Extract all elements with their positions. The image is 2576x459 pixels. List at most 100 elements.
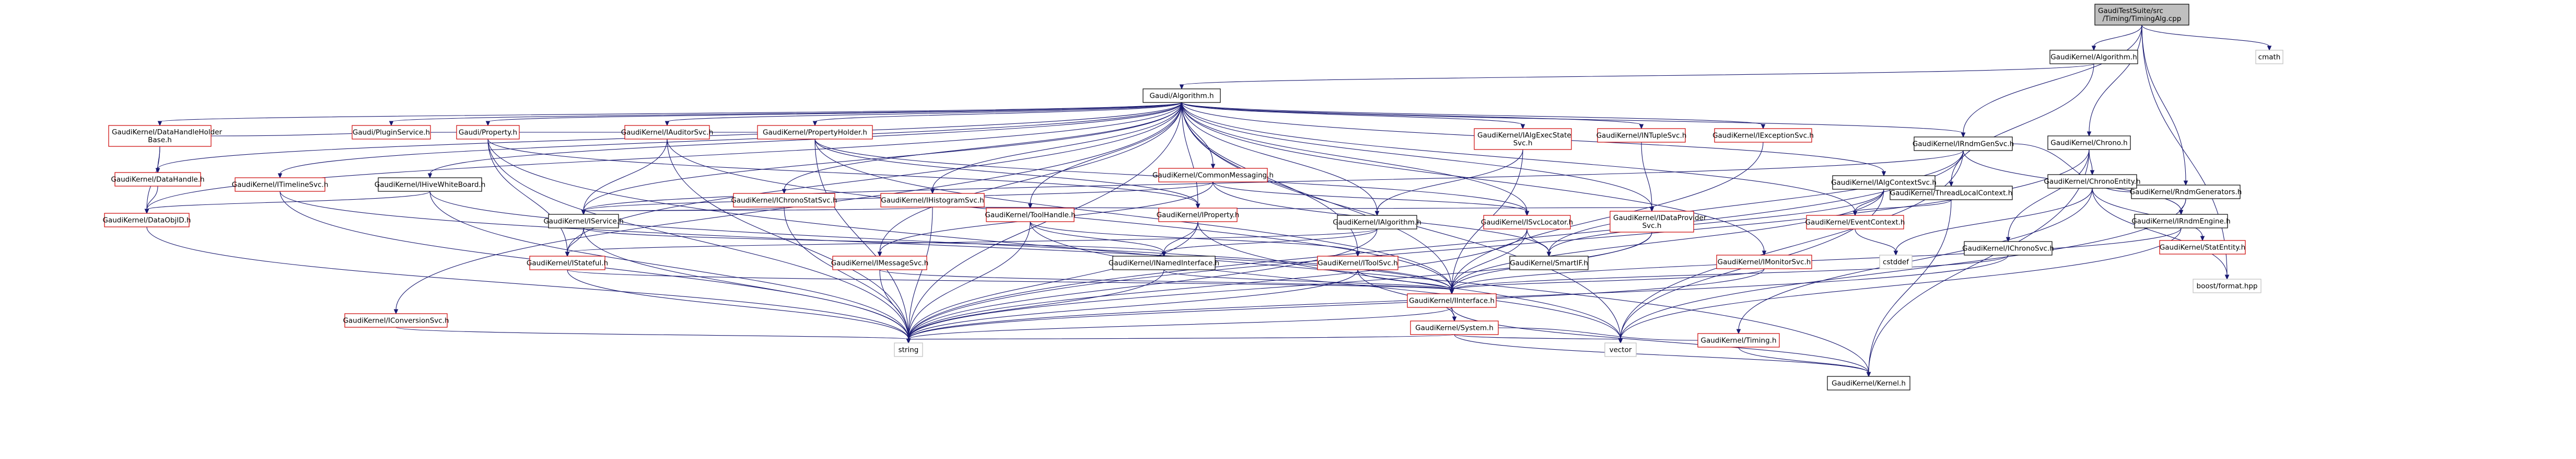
edge-arrowhead: [277, 173, 283, 179]
dependency-edge: [1451, 227, 2182, 291]
node-box: [1914, 136, 2013, 151]
edge-arrowhead: [1761, 124, 1766, 130]
dependency-edge: [279, 191, 1452, 291]
dependency-edge: [1454, 334, 1621, 340]
edge-arrowhead: [1374, 211, 1380, 216]
node-iwhiteboard[interactable]: GaudiKernel/IHiveWhiteBoard.h: [375, 177, 486, 192]
edge-arrowhead: [877, 251, 882, 257]
node-label: GaudiKernel/SmartIF.h: [1510, 259, 1588, 268]
dependency-edge: [1181, 102, 1378, 212]
node-ichronoent[interactable]: GaudiKernel/ChronoEntity.h: [2044, 174, 2141, 189]
node-imessage[interactable]: GaudiKernel/IMessageSvc.h: [831, 256, 929, 270]
node-ialgctx[interactable]: GaudiKernel/IAlgContextSvc.h: [1831, 175, 1937, 190]
dependency-edge: [932, 102, 1182, 190]
dependency-edge: [1738, 347, 1869, 373]
node-box: [108, 125, 212, 147]
node-ichronosvc[interactable]: GaudiKernel/IChronoSvc.h: [1962, 241, 2054, 256]
dependency-edge: [1963, 25, 2142, 134]
dependency-edge: [1855, 228, 1896, 252]
node-property[interactable]: Gaudi/Property.h: [456, 125, 520, 140]
dependency-edge: [429, 191, 1452, 291]
node-string: string: [894, 342, 923, 357]
dependency-edge: [814, 139, 909, 340]
node-box: [1597, 128, 1686, 143]
node-itimeline[interactable]: GaudiKernel/ITimelineSvc.h: [232, 177, 329, 192]
node-iconversion[interactable]: GaudiKernel/IConversionSvc.h: [343, 313, 449, 328]
node-label: cstddef: [1883, 258, 1909, 267]
node-toolhandle[interactable]: GaudiKernel/ToolHandle.h: [985, 208, 1076, 222]
node-iexception[interactable]: GaudiKernel/IExceptionSvc.h: [1712, 128, 1814, 143]
node-dh[interactable]: GaudiKernel/DataHandle.h: [111, 172, 205, 187]
node-box: [894, 342, 923, 357]
dependency-edge: [1498, 327, 1698, 341]
node-galgh[interactable]: Gaudi/Algorithm.h: [1143, 88, 1221, 103]
dependency-edge: [908, 228, 1528, 340]
node-label: Svc.h: [1513, 139, 1533, 147]
edge-arrowhead: [1546, 251, 1552, 257]
node-inamed[interactable]: GaudiKernel/INamedInterface.h: [1109, 256, 1219, 270]
node-ialgorithm[interactable]: GaudiKernel/IAlgorithm.h: [1333, 215, 1421, 230]
node-box: [2159, 240, 2246, 255]
node-label: GaudiKernel/DataHandleHolder: [112, 128, 222, 136]
edge-arrowhead: [930, 189, 935, 194]
node-box: [1697, 333, 1780, 348]
node-label: GaudiKernel/ToolHandle.h: [985, 211, 1075, 220]
dependency-edge: [159, 102, 1182, 122]
node-eventctx[interactable]: GaudiKernel/EventContext.h: [1805, 215, 1905, 230]
node-ph[interactable]: GaudiKernel/PropertyHolder.h: [757, 125, 873, 140]
node-box: [1827, 376, 1910, 391]
node-box: [1317, 256, 1398, 270]
node-intuple[interactable]: GaudiKernel/INTupleSvc.h: [1596, 128, 1687, 143]
node-rndmgen[interactable]: GaudiKernel/RndmGenerators.h: [2130, 185, 2242, 199]
edge-arrowhead: [2178, 210, 2184, 215]
node-istatent[interactable]: GaudiKernel/StatEntity.h: [2159, 240, 2246, 255]
node-label: GaudiKernel/DataHandle.h: [111, 176, 204, 184]
node-iauditor[interactable]: GaudiKernel/IAuditorSvc.h: [621, 125, 714, 140]
dependency-edge: [2012, 143, 2132, 192]
node-smartif[interactable]: GaudiKernel/SmartIF.h: [1509, 256, 1589, 270]
node-iproperty[interactable]: GaudiKernel/IProperty.h: [1157, 208, 1240, 222]
node-label: /Timing/TimingAlg.cpp: [2103, 15, 2182, 23]
node-isvcloc[interactable]: GaudiKernel/ISvcLocator.h: [1481, 215, 1573, 230]
dependency-edge: [1548, 189, 1884, 253]
dependency-edge: [2089, 149, 2093, 171]
dependency-edge: [1213, 181, 1528, 212]
edge-arrowhead: [1893, 250, 1898, 256]
dependency-edge: [1377, 149, 1523, 212]
node-system[interactable]: GaudiKernel/System.h: [1410, 320, 1499, 335]
node-iservice[interactable]: GaudiKernel/IService.h: [543, 214, 624, 228]
node-iinterface[interactable]: GaudiKernel/IInterface.h: [1407, 293, 1497, 308]
node-chrono[interactable]: GaudiKernel/Chrono.h: [2047, 135, 2131, 150]
dependency-edge: [1895, 188, 2093, 252]
node-box: [1337, 215, 1417, 230]
dependency-edge: [567, 269, 1452, 291]
edge-arrowhead: [1355, 251, 1360, 257]
node-kernel[interactable]: GaudiKernel/Kernel.h: [1827, 376, 1910, 391]
node-ihisto[interactable]: GaudiKernel/IHistogramSvc.h: [880, 193, 985, 208]
node-imonitor[interactable]: GaudiKernel/IMonitorSvc.h: [1716, 255, 1812, 269]
dependency-edge: [1454, 334, 1869, 373]
node-label: GaudiKernel/IRndmEngine.h: [2131, 217, 2230, 226]
node-label: GaudiKernel/RndmGenerators.h: [2130, 188, 2242, 197]
dependency-edge: [908, 221, 1031, 340]
dependency-edge: [2008, 149, 2090, 238]
edge-arrowhead: [1736, 329, 1741, 335]
node-itoolsvc[interactable]: GaudiKernel/IToolSvc.h: [1317, 256, 1398, 270]
node-irndmeng[interactable]: GaudiKernel/IRndmEngine.h: [2131, 214, 2231, 228]
node-cm[interactable]: GaudiKernel/CommonMessaging.h: [1152, 168, 1274, 182]
node-irndmgen[interactable]: GaudiKernel/IRndmGenSvc.h: [1913, 136, 2014, 151]
node-box: [2047, 135, 2131, 150]
node-ichronostat[interactable]: GaudiKernel/IChronoStatSvc.h: [731, 193, 837, 208]
edge-arrowhead: [2091, 45, 2096, 51]
edge-arrowhead: [389, 121, 394, 127]
node-istateful[interactable]: GaudiKernel/IStateful.h: [527, 256, 608, 270]
node-label: GaudiKernel/Chrono.h: [2050, 139, 2128, 147]
node-timing[interactable]: GaudiKernel/Timing.h: [1697, 333, 1780, 348]
node-plugin[interactable]: Gaudi/PluginService.h: [352, 125, 431, 140]
node-idataobjid[interactable]: GaudiKernel/DataObjID.h: [103, 213, 191, 227]
node-label: GaudiKernel/CommonMessaging.h: [1152, 171, 1274, 180]
node-alg[interactable]: GaudiKernel/Algorithm.h: [2049, 50, 2138, 64]
